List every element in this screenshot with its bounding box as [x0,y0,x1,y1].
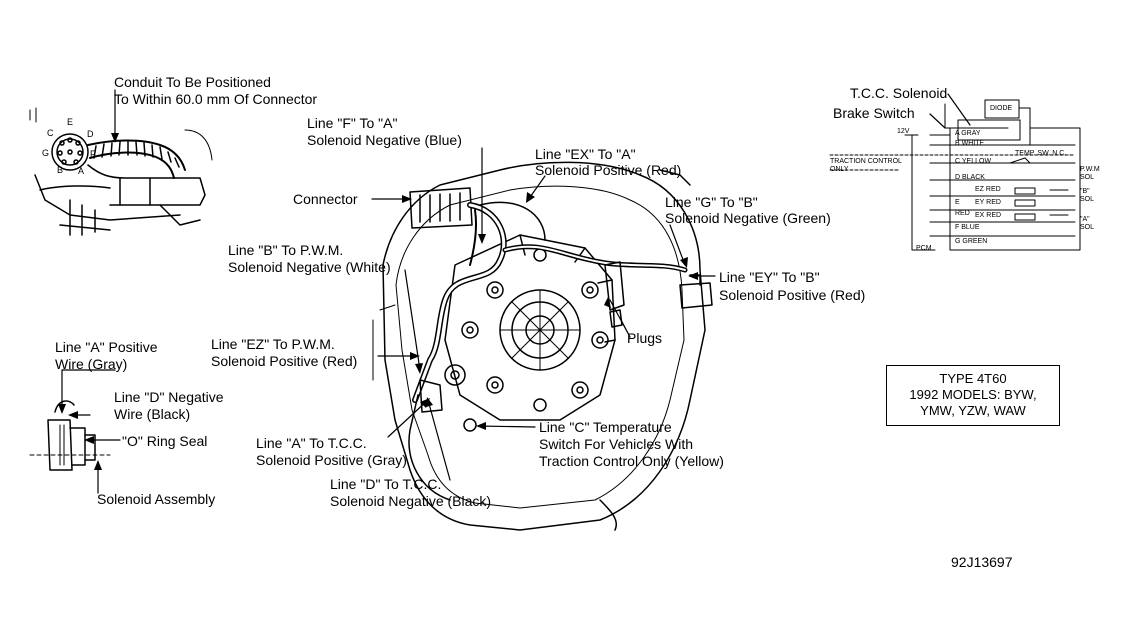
line-g-label-line1: Line "G" To "B" [665,194,758,210]
line-a-tcc-label-line1: Line "A" To T.C.C. [256,435,367,451]
model-type-line3: YMW, YZW, WAW [920,403,1026,418]
brake-switch-label: Brake Switch [833,105,915,121]
schematic-traction-line1: TRACTION CONTROL [830,158,902,165]
transmission-body-illustration [372,161,713,531]
schematic-12v-label: 12V [897,128,910,135]
schematic-wire-ez-red: EZ RED [975,186,1001,193]
schematic-temp-switch: TEMP. SW. N.C. [1015,150,1067,157]
connector-pin-c: C [47,128,54,138]
connector-pin-g: G [42,148,50,158]
wiring-schematic [829,99,1081,251]
line-f-label-line1: Line "F" To "A" [307,115,398,131]
connector-pin-b: B [57,165,64,175]
model-type-line2: 1992 MODELS: BYW, [909,387,1037,402]
model-type-box: TYPE 4T60 1992 MODELS: BYW, YMW, YZW, WA… [886,365,1060,426]
line-ez-label-line1: Line "EZ" To P.W.M. [211,336,335,352]
line-ex-label-line1: Line "EX" To "A" [535,146,636,162]
arrowheads [58,133,698,470]
line-d-tcc-label-line1: Line "D" To T.C.C. [330,476,442,492]
conduit-label-line1: Conduit To Be Positioned [114,74,271,90]
line-d-negative-label-line1: Line "D" Negative [114,389,224,405]
schematic-pwm-sol-line2: SOL [1080,174,1095,181]
schematic-wire-c-yellow: C YELLOW [955,158,992,165]
line-ez-label-line2: Solenoid Positive (Red) [211,353,358,369]
line-b-label-line2: Solenoid Negative (White) [228,259,391,275]
schematic-wire-ey-red: EY RED [975,199,1001,206]
schematic-wire-f-blue: F BLUE [955,224,980,231]
line-d-tcc-label-line2: Solenoid Negative (Black) [330,493,492,509]
line-d-negative-label-line2: Wire (Black) [114,406,191,422]
tcc-solenoid-label: T.C.C. Solenoid [850,85,948,101]
schematic-b-sol-line2: SOL [1080,196,1095,203]
connector-pin-e: E [67,117,74,127]
schematic-wire-e: E [955,199,960,206]
connector-label: Connector [293,191,358,207]
conduit-label-line2: To Within 60.0 mm Of Connector [114,91,318,107]
line-c-label-line1: Line "C" Temperature [539,419,672,435]
line-a-tcc-label-line2: Solenoid Positive (Gray) [256,452,407,468]
connector-pin-d: D [87,129,94,139]
solenoid-assembly-label: Solenoid Assembly [97,491,216,507]
connector-detail-illustration [29,107,213,236]
leader-lines [61,89,971,494]
schematic-b-sol-line1: "B" [1080,188,1090,195]
schematic-wire-ex-red: EX RED [975,212,1002,219]
line-ey-label-line1: Line "EY" To "B" [719,269,820,285]
schematic-traction-line2: ONLY [830,166,849,173]
line-ey-label-line2: Solenoid Positive (Red) [719,287,866,303]
schematic-diode-label: DIODE [990,105,1013,112]
schematic-a-sol-line2: SOL [1080,224,1095,231]
line-f-label-line2: Solenoid Negative (Blue) [307,132,462,148]
connector-pin-f: F [90,149,96,159]
line-c-label-line3: Traction Control Only (Yellow) [539,453,724,469]
line-g-label-line2: Solenoid Negative (Green) [665,210,831,226]
schematic-a-sol-line1: "A" [1080,216,1090,223]
figure-id: 92J13697 [951,554,1013,570]
line-b-label-line1: Line "B" To P.W.M. [228,242,344,258]
schematic-pwm-sol-line1: P.W.M [1080,166,1100,173]
schematic-wire-g-green: G GREEN [955,238,988,245]
line-a-positive-label-line2: Wire (Gray) [55,356,128,372]
line-a-positive-label-line1: Line "A" Positive [55,339,158,355]
solenoid-assembly-illustration [29,400,111,471]
schematic-wire-a-gray: A GRAY [955,130,981,137]
line-ex-label-line2: Solenoid Positive (Red) [535,162,682,178]
schematic-wire-red: RED [955,210,970,217]
connector-pin-a: A [78,166,85,176]
plugs-label: Plugs [627,330,663,346]
schematic-wire-d-black: D BLACK [955,174,985,181]
o-ring-seal-label: "O" Ring Seal [122,433,208,449]
line-c-label-line2: Switch For Vehicles With [539,436,694,452]
schematic-wire-b-white: B WHITE [955,140,985,147]
schematic-pcm-label: PCM [916,245,932,252]
model-type-line1: TYPE 4T60 [939,371,1007,386]
